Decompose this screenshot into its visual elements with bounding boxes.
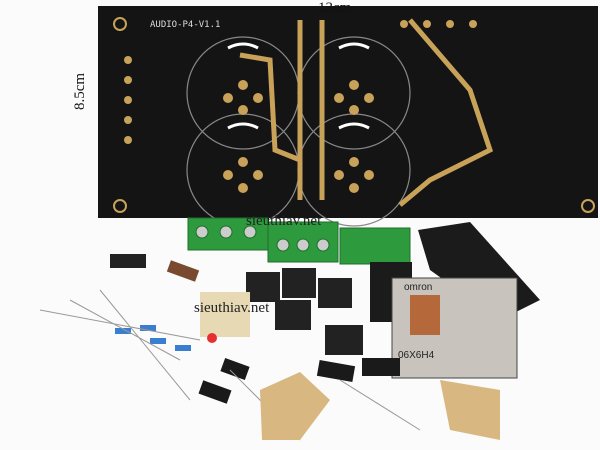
relay-model: 06X6H4 (398, 350, 435, 361)
watermark: sieuthiav.net (194, 300, 270, 316)
small-components (39, 254, 500, 441)
pcb-board: AUDIO-P4-V1.1 (98, 6, 598, 227)
relay (391, 277, 518, 379)
terminal-blocks (187, 217, 411, 265)
height-dimension-label: 8.5cm (72, 72, 88, 110)
pcb-title: AUDIO-P4-V1.1 (150, 20, 220, 30)
relay-brand: omron (404, 282, 432, 293)
watermark: sieuthiav.net (246, 213, 322, 229)
width-dimension-label: 13cm (318, 0, 352, 16)
transistors (200, 268, 363, 355)
